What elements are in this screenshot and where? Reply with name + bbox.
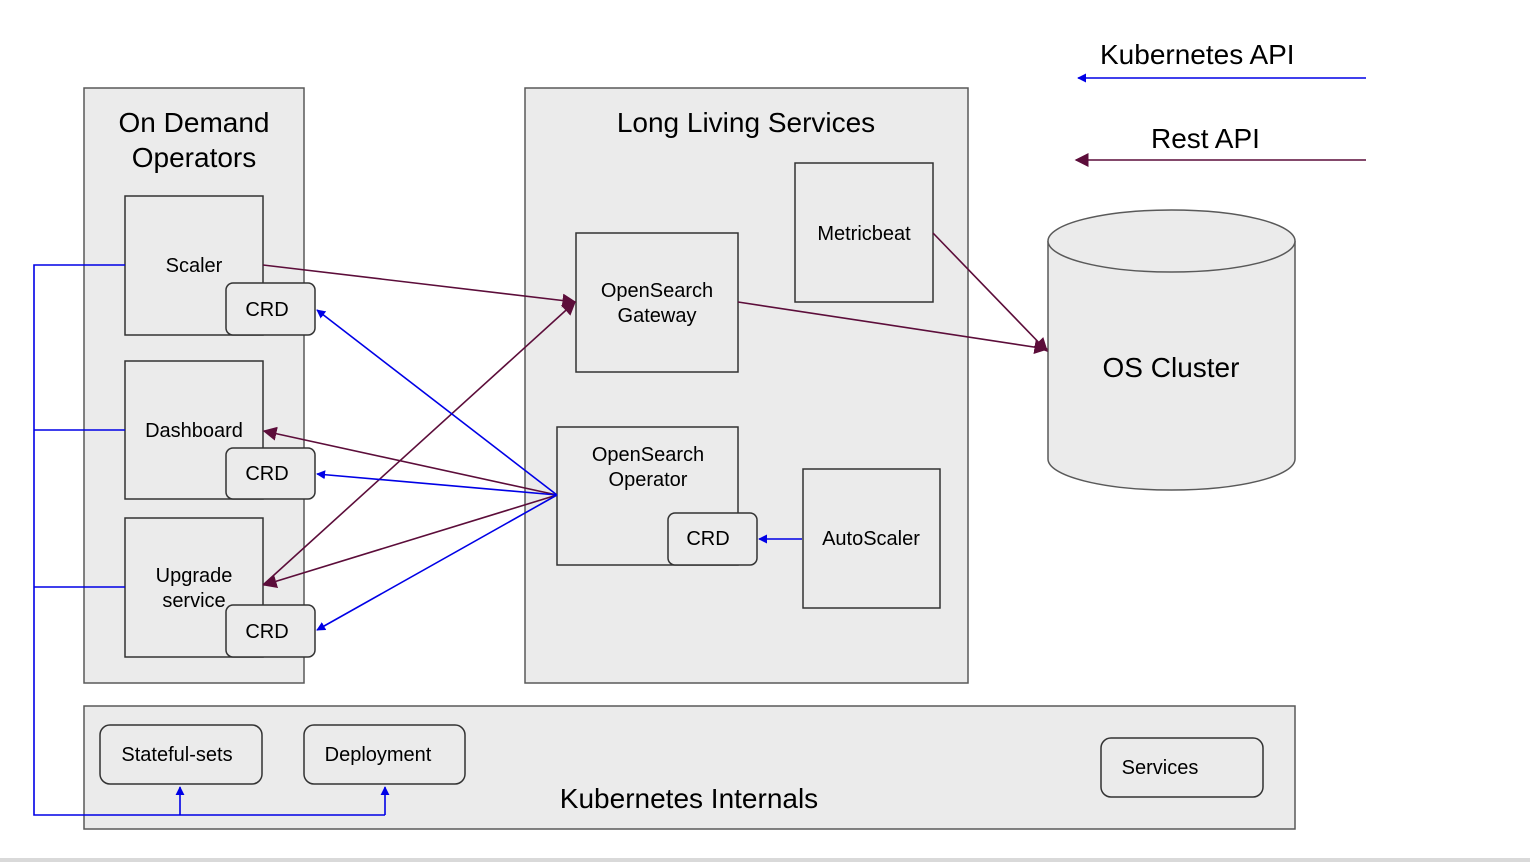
- opensearch-gateway-box: [575, 232, 739, 373]
- upgrade-service-label-line2: service: [162, 590, 225, 612]
- arrow-metricbeat-to-cluster: [932, 232, 1048, 353]
- stateful-sets-label: Stateful-sets: [121, 744, 232, 766]
- arrow-gateway-to-cluster: [737, 301, 1049, 355]
- arrow-upgrade-to-gateway: [262, 301, 577, 586]
- dashboard-label: Dashboard: [145, 420, 243, 442]
- deployment-box: [303, 724, 466, 785]
- upgrade-service-label-line1: Upgrade: [156, 565, 233, 587]
- bottom-divider: [0, 858, 1530, 862]
- metricbeat-box: [794, 162, 934, 303]
- arrow-operator-to-upgrade-crd: [316, 494, 558, 631]
- opensearch-operator-crd-label: CRD: [686, 528, 729, 550]
- services-box: [1100, 737, 1264, 798]
- legend-rest-api-label: Rest API: [1151, 123, 1260, 154]
- on-demand-operators-title-line2: Operators: [132, 142, 257, 173]
- dashboard-crd-box: [225, 447, 316, 500]
- opensearch-operator-label-line2: Operator: [609, 469, 688, 491]
- scaler-crd-label: CRD: [245, 299, 288, 321]
- os-cluster-cylinder: [1047, 209, 1296, 491]
- dashboard-crd-label: CRD: [245, 463, 288, 485]
- kubernetes-internals-group: [83, 705, 1296, 830]
- metricbeat-label: Metricbeat: [817, 223, 911, 245]
- scaler-crd-box: [225, 282, 316, 336]
- services-label: Services: [1122, 757, 1199, 779]
- opensearch-gateway-label-line1: OpenSearch: [601, 280, 713, 302]
- upgrade-service-crd-box: [225, 604, 316, 658]
- legend-kubernetes-api-label: Kubernetes API: [1100, 39, 1295, 70]
- opensearch-operator-crd-box: [667, 512, 758, 566]
- arrow-operator-to-scaler-crd: [316, 309, 558, 496]
- arrow-scaler-to-gateway: [262, 264, 577, 308]
- stateful-sets-box: [99, 724, 263, 785]
- autoscaler-label: AutoScaler: [822, 528, 920, 550]
- scaler-label: Scaler: [166, 255, 223, 277]
- os-cluster-label: OS Cluster: [1103, 352, 1240, 383]
- arrow-operator-to-dashboard-crd: [316, 470, 558, 496]
- arrow-operator-to-dashboard: [262, 426, 558, 496]
- deployment-label: Deployment: [325, 744, 432, 766]
- autoscaler-box: [802, 468, 941, 609]
- long-living-services-title: Long Living Services: [617, 107, 875, 138]
- arrow-operator-to-upgrade: [262, 494, 558, 588]
- kubernetes-internals-title: Kubernetes Internals: [560, 783, 818, 814]
- opensearch-gateway-label-line2: Gateway: [618, 305, 697, 327]
- on-demand-operators-title-line1: On Demand: [119, 107, 270, 138]
- kubernetes-internals-bus: [33, 264, 385, 816]
- upgrade-service-crd-label: CRD: [245, 621, 288, 643]
- opensearch-operator-label-line1: OpenSearch: [592, 444, 704, 466]
